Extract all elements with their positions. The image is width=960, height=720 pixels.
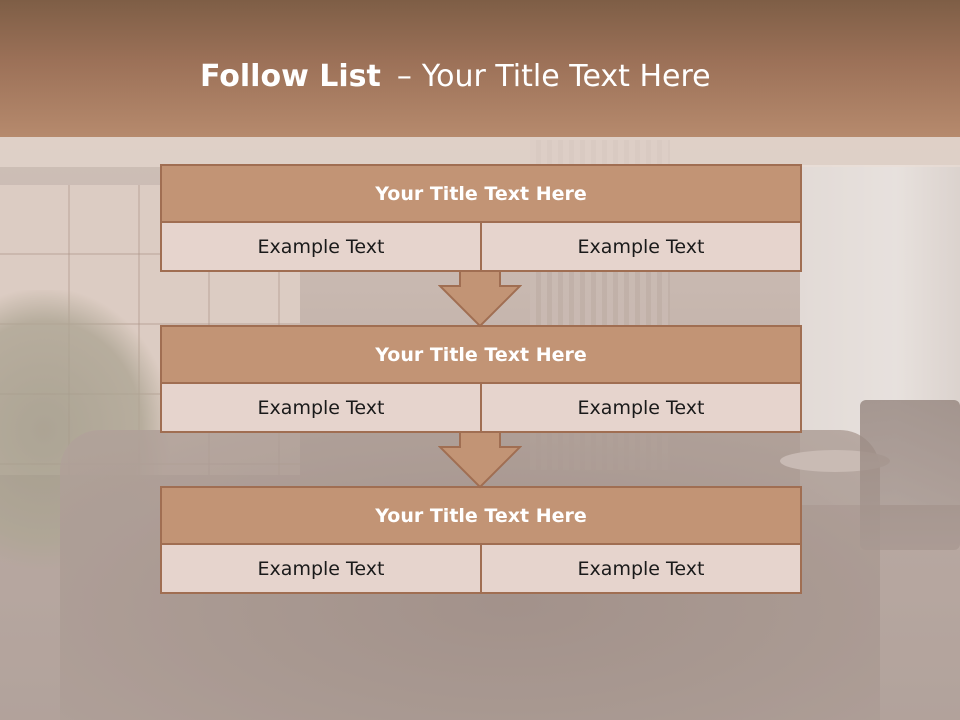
block-cell-left[interactable]: Example Text — [257, 557, 385, 580]
block-row: Example Text Example Text — [160, 221, 802, 272]
title-underline-strip — [0, 137, 960, 167]
slide-title[interactable]: Follow List–Your Title Text Here — [200, 55, 711, 99]
follow-list-block-1[interactable]: Your Title Text Here Example Text Exampl… — [160, 164, 802, 272]
follow-list-block-3[interactable]: Your Title Text Here Example Text Exampl… — [160, 486, 802, 594]
slide-title-separator: – — [396, 59, 412, 94]
slide-title-bold: Follow List — [200, 59, 381, 94]
block-cell-left[interactable]: Example Text — [257, 235, 385, 258]
down-arrow-icon — [438, 431, 522, 489]
title-band: Follow List–Your Title Text Here — [0, 0, 960, 137]
block-cell-right[interactable]: Example Text — [480, 223, 800, 270]
follow-list-block-2[interactable]: Your Title Text Here Example Text Exampl… — [160, 325, 802, 433]
chair — [860, 400, 960, 550]
slide-title-rest: Your Title Text Here — [421, 59, 711, 94]
block-cell-right[interactable]: Example Text — [480, 545, 800, 592]
block-title[interactable]: Your Title Text Here — [160, 486, 802, 543]
block-row: Example Text Example Text — [160, 543, 802, 594]
block-cell-right[interactable]: Example Text — [480, 384, 800, 431]
down-arrow-icon — [438, 270, 522, 328]
block-row: Example Text Example Text — [160, 382, 802, 433]
block-title[interactable]: Your Title Text Here — [160, 164, 802, 221]
block-title[interactable]: Your Title Text Here — [160, 325, 802, 382]
block-cell-left[interactable]: Example Text — [257, 396, 385, 419]
